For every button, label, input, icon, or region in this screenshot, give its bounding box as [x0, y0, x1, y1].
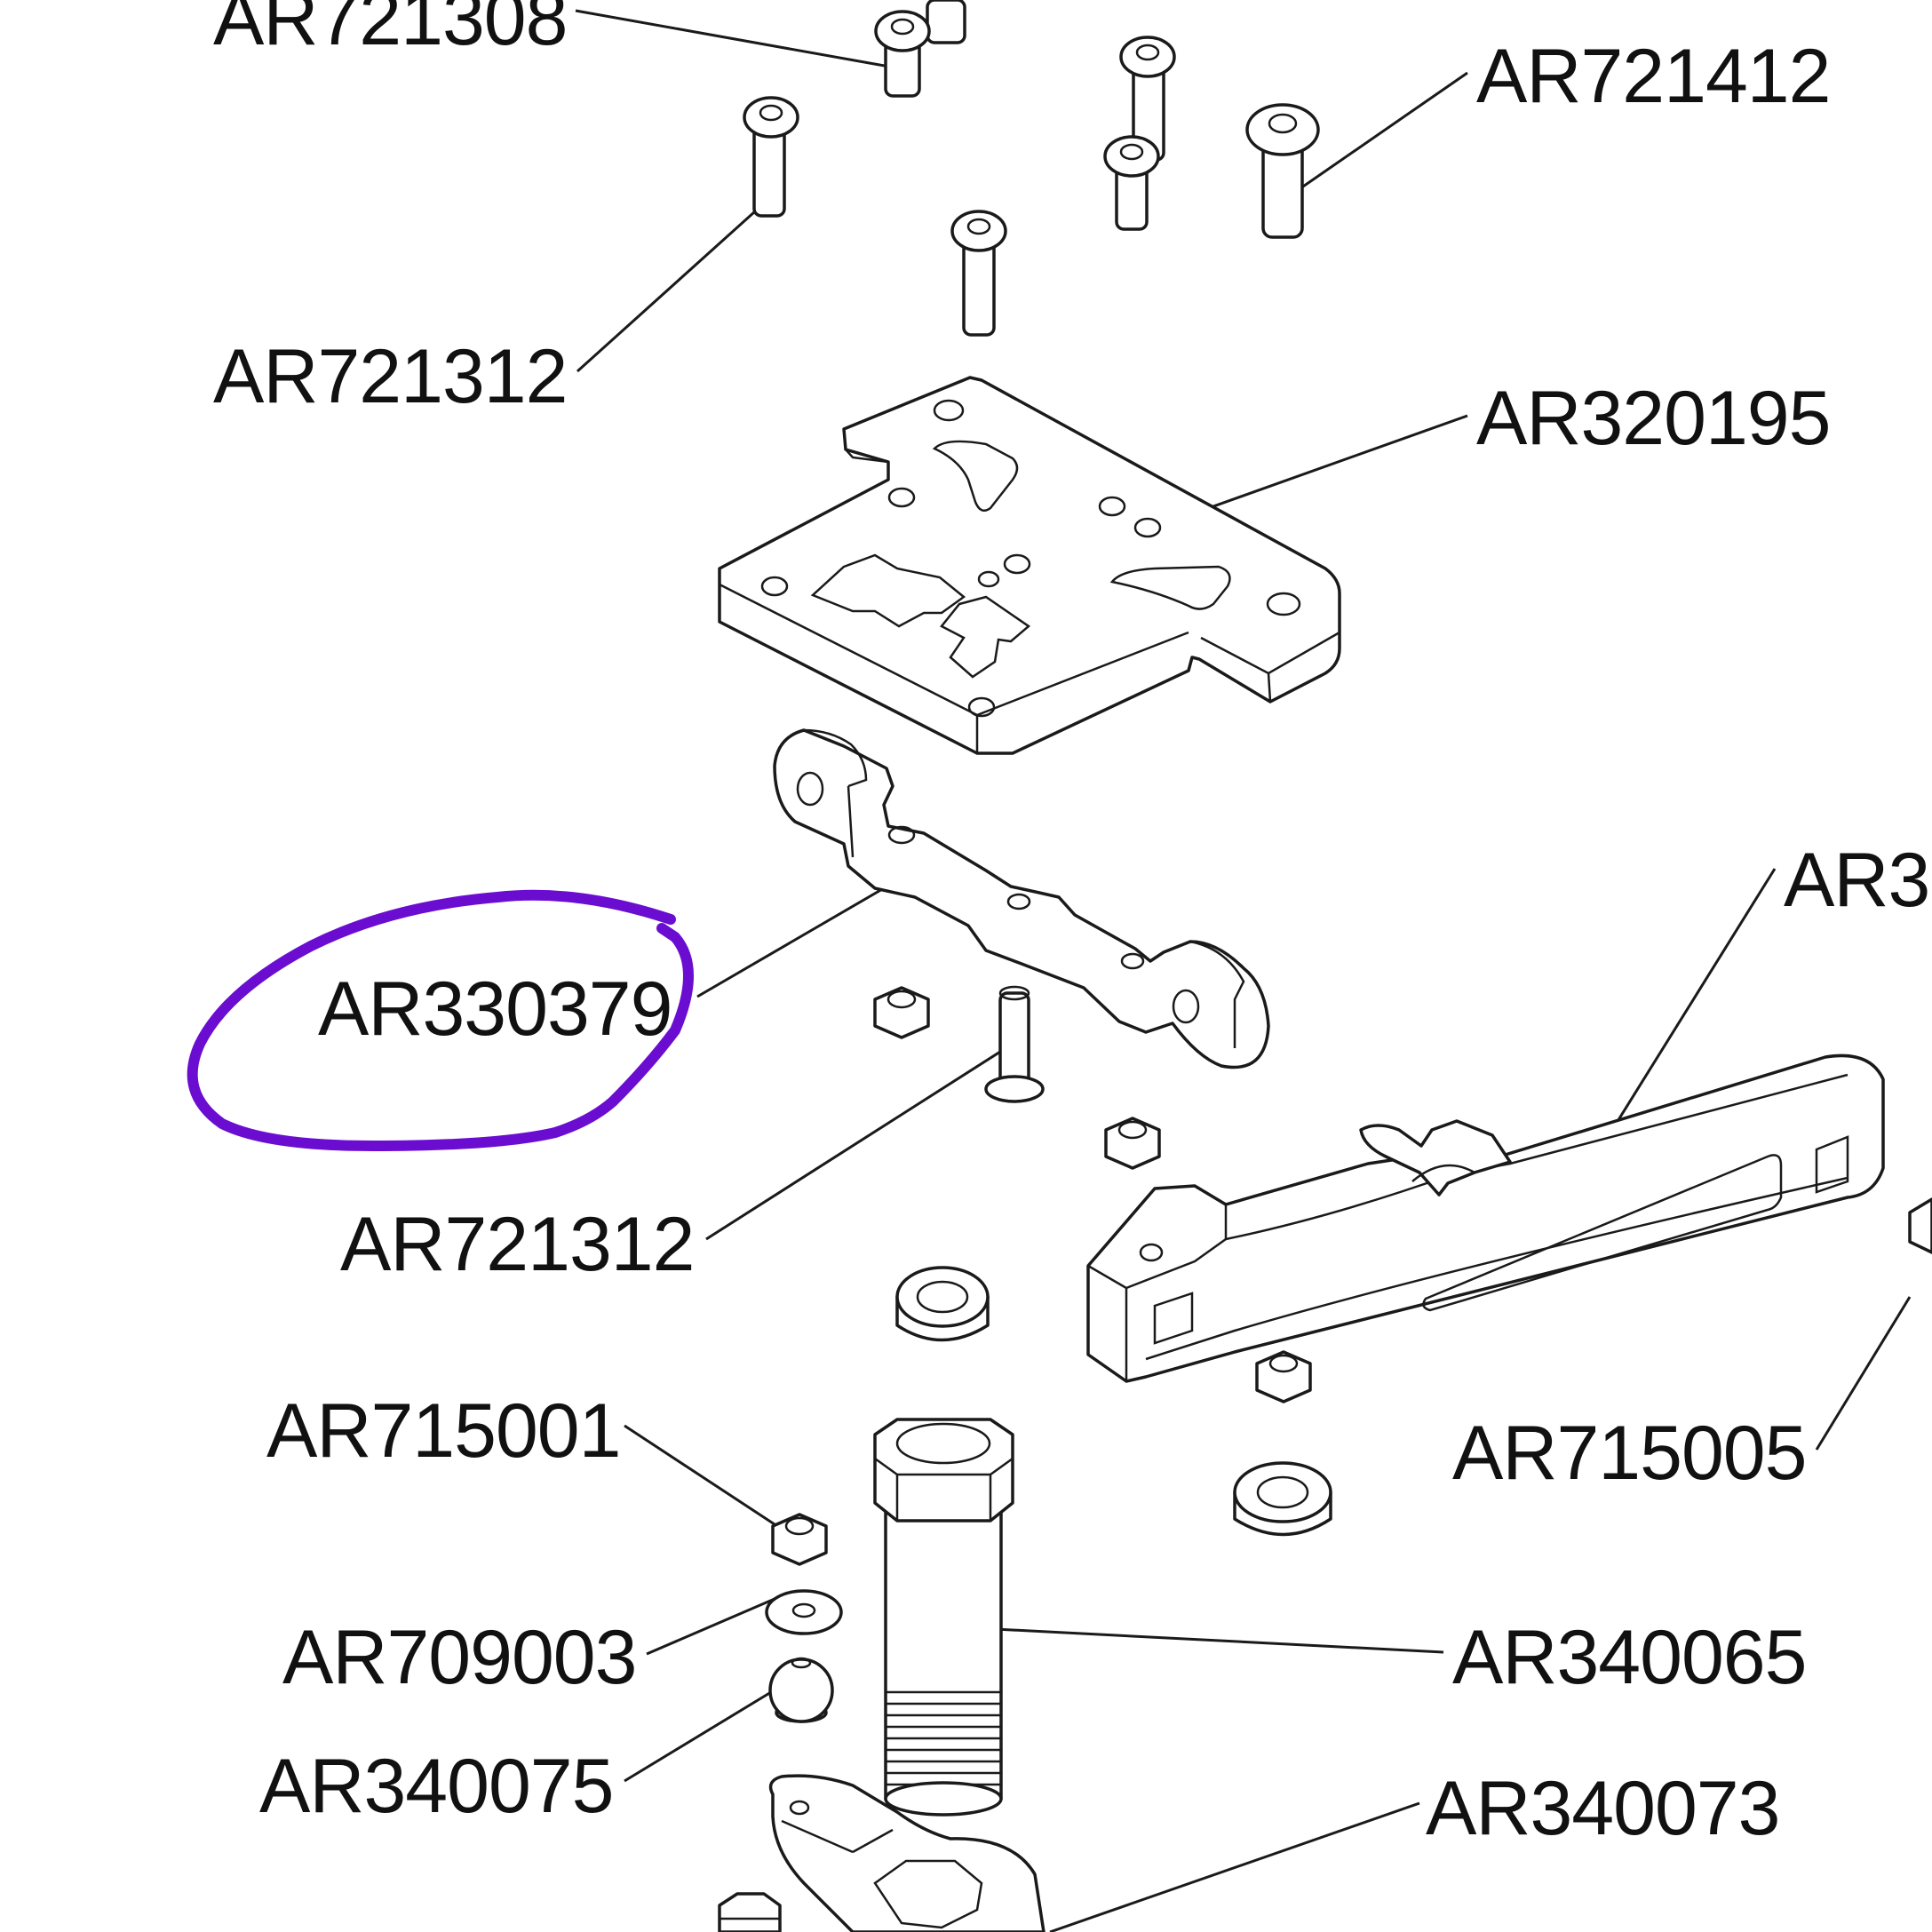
highlight-circle [187, 889, 694, 1151]
nut-lower-icon [1255, 1350, 1312, 1403]
screw-ar721308-icon [874, 0, 966, 98]
washer-ar709003-icon [765, 1589, 843, 1635]
screw-right-short-icon [1103, 135, 1160, 231]
arm-ar330379-icon [773, 728, 1270, 1069]
label-ar715001: AR715001 [266, 1388, 620, 1474]
label-ar320-partial: AR32 [1784, 838, 1932, 923]
label-ar320195: AR320195 [1476, 376, 1830, 461]
top-plate-ar320195-icon [718, 376, 1341, 755]
screw-ar721412-icon [1245, 103, 1320, 239]
bolt-bottom-left-icon [718, 1892, 782, 1932]
ball-ar340075-icon [768, 1657, 834, 1723]
post-ar340065-icon [873, 1418, 1014, 1817]
part-labels: AR721308 AR721412 AR721312 AR320195 AR32… [213, 0, 1932, 1851]
label-ar340065: AR340065 [1452, 1615, 1806, 1700]
label-ar340073: AR340073 [1426, 1766, 1779, 1851]
screw-left-top-icon [743, 96, 799, 218]
steering-arm-icon [1086, 1053, 1885, 1383]
nut-center-icon [1104, 1117, 1161, 1170]
label-ar721412: AR721412 [1476, 34, 1830, 119]
nut-right-edge-icon [1908, 1197, 1932, 1254]
label-ar709003: AR709003 [282, 1615, 636, 1700]
label-ar721312-top: AR721312 [213, 334, 567, 419]
nut-ar715001-icon [771, 1513, 828, 1566]
label-ar340075: AR340075 [259, 1744, 613, 1829]
spacer-left-icon [895, 1266, 990, 1342]
hub-ar340073-icon [768, 1774, 1046, 1932]
label-ar715005: AR715005 [1452, 1411, 1806, 1496]
spacer-right-icon [1233, 1461, 1332, 1537]
screw-center-icon [950, 210, 1007, 337]
label-ar721312-mid: AR721312 [340, 1202, 694, 1287]
pin-screw-ar721312-icon [984, 985, 1045, 1103]
label-ar330379: AR330379 [318, 966, 672, 1052]
label-ar721308: AR721308 [213, 0, 567, 61]
nut-left-icon [873, 986, 930, 1039]
leader-lines [575, 9, 1912, 1932]
